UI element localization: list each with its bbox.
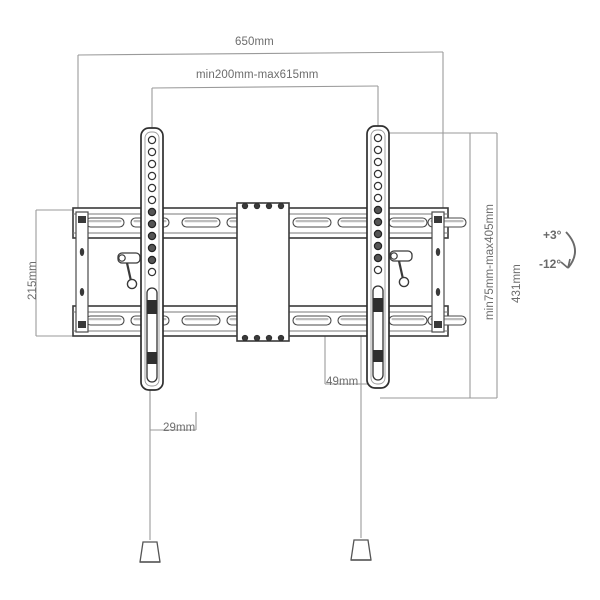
right-vertical-rail — [366, 125, 390, 389]
latch-lever-left-icon — [117, 252, 141, 290]
dim-label-vertical-range: min75mm-max405mm — [484, 204, 496, 320]
dim-label-49mm: 49mm — [326, 376, 359, 388]
left-end-strip — [75, 211, 89, 333]
latch-lever-right-icon — [389, 250, 413, 288]
plumb-bob-left-icon — [139, 541, 161, 563]
dim-label-rail-spacing: min200mm-max615mm — [196, 69, 319, 81]
dim-vertical-range — [400, 132, 471, 399]
tilt-up-label: +3° — [543, 228, 562, 242]
dim-label-650mm: 650mm — [235, 36, 274, 48]
right-end-strip — [431, 211, 445, 333]
dim-label-431mm: 431mm — [511, 264, 523, 303]
tilt-down-label: -12° — [539, 257, 562, 271]
wall-mount-bracket — [72, 125, 467, 391]
tilt-arc-arrow-icon — [560, 231, 576, 269]
center-plate — [236, 202, 290, 342]
left-vertical-rail — [140, 127, 164, 391]
dim-label-29mm: 29mm — [163, 422, 196, 434]
plumb-bob-right-icon — [350, 539, 372, 561]
dimension-lines — [35, 51, 498, 540]
dim-650mm — [77, 51, 444, 212]
dim-label-215mm: 215mm — [27, 261, 39, 300]
dim-rail-spacing — [151, 85, 379, 132]
